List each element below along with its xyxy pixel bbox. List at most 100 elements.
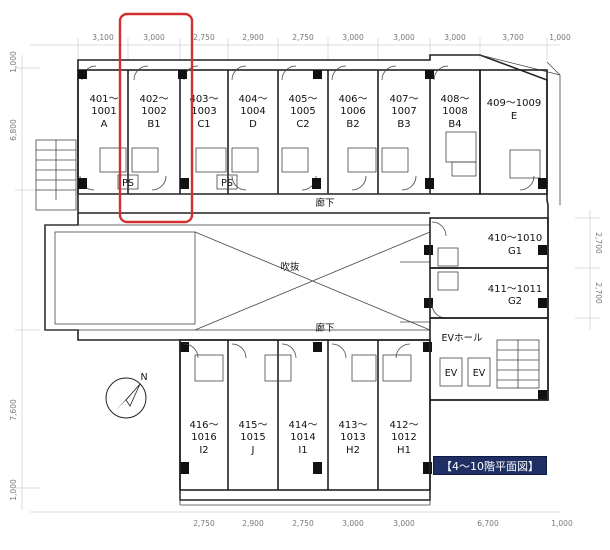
dim-left-3: 7,600: [9, 399, 18, 421]
unit-409-type: E: [511, 111, 517, 122]
unit-414-number: 414～: [288, 420, 317, 431]
unit-413-number-line2: 1013: [340, 432, 365, 443]
unit-404-number: 404～: [238, 94, 267, 105]
dim-bottom-2: 2,900: [242, 519, 264, 528]
dim-left-2: 6,800: [9, 119, 18, 141]
dim-left-1: 1,000: [9, 51, 18, 73]
unit-406-type: B2: [346, 119, 359, 130]
dim-top-6: 3,000: [342, 33, 364, 42]
unit-409-number: 409～1009: [487, 98, 542, 109]
unit-405-type: C2: [296, 119, 309, 130]
unit-401-number-line2: 1001: [91, 106, 116, 117]
unit-410-type: G1: [508, 246, 522, 257]
ps-label-1: PS: [122, 178, 134, 189]
void-label: 吹抜: [280, 261, 300, 273]
void-atrium: [44, 224, 431, 331]
dim-top-10: 1,000: [549, 33, 571, 42]
north-label: N: [140, 372, 147, 383]
highlight-unit-402: [118, 12, 194, 224]
ps-label-2: PS: [221, 178, 233, 189]
stair-left: [35, 139, 77, 211]
dim-top-8: 3,000: [444, 33, 466, 42]
dim-bottom-5: 3,000: [393, 519, 415, 528]
unit-411-number: 411～1011: [488, 284, 543, 295]
unit-407-type: B3: [397, 119, 410, 130]
unit-416-type: I2: [199, 445, 208, 456]
corridor-top-label: 廊下: [315, 197, 334, 209]
unit-415-type: J: [251, 445, 255, 456]
unit-412-number: 412～: [389, 420, 418, 431]
unit-407-number-line2: 1007: [391, 106, 416, 117]
unit-402-number-line2: 1002: [141, 106, 166, 117]
dim-top-9: 3,700: [502, 33, 524, 42]
unit-416-number: 416～: [189, 420, 218, 431]
unit-406-number: 406～: [338, 94, 367, 105]
unit-415-number-line2: 1015: [240, 432, 265, 443]
unit-401-type: A: [101, 119, 108, 130]
unit-413-type: H2: [346, 445, 360, 456]
unit-408-type: B4: [448, 119, 461, 130]
dim-right-2: 2,700: [594, 282, 603, 304]
unit-413-number: 413～: [338, 420, 367, 431]
unit-403-number-line2: 1003: [191, 106, 216, 117]
unit-402-type: B1: [147, 119, 160, 130]
unit-404-number-line2: 1004: [240, 106, 265, 117]
dim-top-7: 3,000: [393, 33, 415, 42]
unit-414-type: I1: [298, 445, 307, 456]
dim-bottom-6: 6,700: [477, 519, 499, 528]
unit-410-number: 410～1010: [488, 233, 543, 244]
unit-401-number: 401～: [89, 94, 118, 105]
structural-columns: [78, 70, 547, 474]
unit-414-number-line2: 1014: [290, 432, 315, 443]
dim-top-4: 2,900: [242, 33, 264, 42]
unit-415-number: 415～: [238, 420, 267, 431]
dim-bottom-7: 1,000: [551, 519, 573, 528]
unit-405-number-line2: 1005: [290, 106, 315, 117]
unit-406-number-line2: 1006: [340, 106, 365, 117]
dim-left-4: 1,000: [9, 479, 18, 501]
ev-hall: [429, 317, 549, 401]
unit-402-number: 402～: [139, 94, 168, 105]
unit-408-number-line2: 1008: [442, 106, 467, 117]
dim-top-5: 2,750: [292, 33, 314, 42]
unit-403-number: 403～: [189, 94, 218, 105]
bottom-unit-walls: [179, 339, 431, 506]
unit-405-number: 405～: [288, 94, 317, 105]
unit-411-type: G2: [508, 296, 522, 307]
north-arrow-icon: N: [105, 372, 148, 419]
unit-416-number-line2: 1016: [191, 432, 216, 443]
unit-407-number: 407～: [389, 94, 418, 105]
unit-404-type: D: [249, 119, 257, 130]
top-unit-walls: [77, 65, 548, 195]
unit-408-number: 408～: [440, 94, 469, 105]
dimension-grid: [15, 38, 600, 513]
dim-bottom-3: 2,750: [292, 519, 314, 528]
unit-403-type: C1: [197, 119, 210, 130]
ev-1-label: EV: [445, 368, 458, 379]
floor-badge: 【4～10階平面図】: [433, 456, 547, 475]
corridor-bottom-label: 廊下: [315, 322, 334, 334]
unit-412-type: H1: [397, 445, 411, 456]
unit-412-number-line2: 1012: [391, 432, 416, 443]
dim-top-3: 2,750: [193, 33, 215, 42]
dim-bottom-1: 2,750: [193, 519, 215, 528]
ev-hall-label: EVホール: [441, 333, 483, 344]
dim-right-1: 2,700: [594, 232, 603, 254]
